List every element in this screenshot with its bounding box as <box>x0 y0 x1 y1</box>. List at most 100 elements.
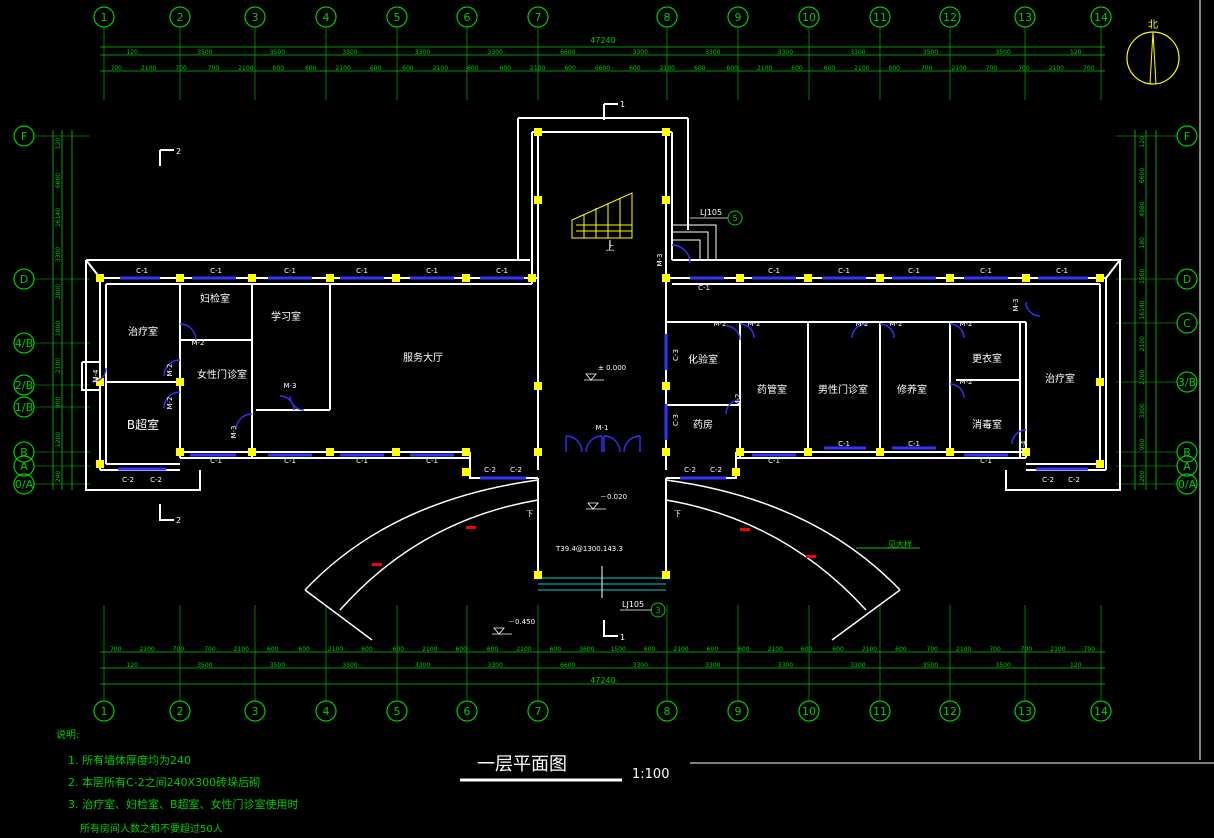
column-16 <box>804 274 812 282</box>
dim-left-2: 16140 <box>55 208 62 227</box>
dim-top2-13: 2100 <box>530 65 545 72</box>
elev-450: －0.450 <box>508 618 535 626</box>
opening-label-3: C-1 <box>356 267 368 275</box>
axis-top-3-label: 3 <box>252 11 259 24</box>
opening-label-22: C-1 <box>908 440 920 448</box>
room-pharmacy: 药房 <box>693 418 713 431</box>
dim-right-5: 16140 <box>1139 300 1146 319</box>
dim-bot1-9: 600 <box>393 646 405 653</box>
opening-label-2: C-1 <box>284 267 296 275</box>
column-11 <box>392 448 400 456</box>
dim-left-9: 240 <box>55 471 62 483</box>
section-mark-2-bottom: 2 <box>176 516 181 525</box>
dim-bot1-19: 600 <box>707 646 719 653</box>
room-female-clinic: 女性门诊室 <box>197 368 247 381</box>
column-20 <box>1096 274 1104 282</box>
room-changing: 更衣室 <box>972 352 1002 365</box>
opening-label-v-4: M-4 <box>92 369 100 383</box>
detail-index-top: LJ105 5 <box>690 208 743 226</box>
dim-top2-14: 600 <box>564 65 576 72</box>
column-34 <box>534 571 542 579</box>
dim-bot1-28: 700 <box>989 646 1001 653</box>
room-b-ultra: B超室 <box>127 417 159 432</box>
dim-top2-11: 600 <box>467 65 479 72</box>
svg-text:LJ105: LJ105 <box>622 600 644 609</box>
dim-right-3: 180 <box>1139 237 1146 249</box>
dim-top2-0: 700 <box>110 65 122 72</box>
column-23 <box>804 448 812 456</box>
column-37 <box>176 378 184 386</box>
dim-bot2-13: 120 <box>1070 662 1082 669</box>
windows <box>118 276 1088 480</box>
stair-up-label: 上 <box>605 242 614 253</box>
column-19 <box>1022 274 1030 282</box>
dim-top1-8: 3300 <box>705 49 720 56</box>
dim-left-5: 1800 <box>55 321 62 336</box>
overall-dim-top: 47240 <box>590 36 615 45</box>
dim-bot1-22: 600 <box>801 646 813 653</box>
column-39 <box>462 468 470 476</box>
dim-bot1-2: 700 <box>173 646 185 653</box>
dim-left-3: 3300 <box>55 247 62 262</box>
dim-top2-28: 700 <box>1018 65 1030 72</box>
opening-label-21: C-1 <box>838 440 850 448</box>
dim-right-0: 120 <box>1139 136 1146 148</box>
axis-bottom-1-label: 1 <box>101 705 108 718</box>
opening-label-32: M-2 <box>855 320 868 328</box>
column-6 <box>528 274 536 282</box>
axis-left-A-label: A <box>20 460 28 473</box>
dim-bot2-5: 3300 <box>488 662 503 669</box>
dim-top2-3: 700 <box>208 65 220 72</box>
dim-right-1: 6600 <box>1139 168 1146 183</box>
room-labels: 治疗室 妇检室 学习室 女性门诊室 B超室 服务大厅 化验室 药房 药管室 男性… <box>127 292 1075 432</box>
dim-bot1-11: 600 <box>455 646 467 653</box>
opening-label-13: C-2 <box>510 466 522 474</box>
dim-bot1-25: 600 <box>895 646 907 653</box>
axis-top-13-label: 13 <box>1018 11 1032 24</box>
column-28 <box>534 128 542 136</box>
section-mark-1-top: 1 <box>620 100 625 109</box>
dim-right-6: 2100 <box>1139 336 1146 351</box>
dim-top2-6: 600 <box>305 65 317 72</box>
axis-bottom-10-label: 10 <box>802 705 816 718</box>
axis-top-2-label: 2 <box>177 11 184 24</box>
opening-label-v-0: C-3 <box>672 349 680 361</box>
elev-0: ± 0.000 <box>598 364 626 372</box>
opening-label-25: C-2 <box>710 466 722 474</box>
dim-top2-16: 600 <box>629 65 641 72</box>
dim-top2-26: 2100 <box>951 65 966 72</box>
dim-bot2-4: 3300 <box>415 662 430 669</box>
room-treatment-left: 治疗室 <box>128 325 158 338</box>
opening-label-v-3: M-2 <box>166 396 174 409</box>
dim-top2-7: 2100 <box>336 65 351 72</box>
column-2 <box>248 274 256 282</box>
dim-left-7: 900 <box>55 397 62 409</box>
room-disinfect: 消毒室 <box>972 418 1002 431</box>
axis-right-A-label: A <box>1183 460 1191 473</box>
curved-ramps <box>304 479 901 641</box>
axis-left-2-B-label: 2/B <box>15 379 33 392</box>
opening-label-17: C-1 <box>980 267 992 275</box>
axis-bottom-13-label: 13 <box>1018 705 1032 718</box>
section-mark-2-top: 2 <box>176 147 181 156</box>
dim-top2-5: 600 <box>273 65 285 72</box>
column-24 <box>876 448 884 456</box>
elev-020: －0.020 <box>600 493 627 501</box>
dim-right-10: 1200 <box>1139 470 1146 485</box>
axis-right-C-label: C <box>1183 317 1191 330</box>
dim-bot1-3: 700 <box>204 646 216 653</box>
opening-label-v-8: M-3 <box>1012 298 1020 311</box>
axis-left-D-label: D <box>20 273 28 286</box>
dim-bot1-4: 2100 <box>234 646 249 653</box>
dim-top2-25: 700 <box>921 65 933 72</box>
column-25 <box>946 448 954 456</box>
column-40 <box>732 468 740 476</box>
dim-bot1-17: 600 <box>644 646 656 653</box>
notes-heading: 说明: <box>56 728 79 741</box>
dim-top2-4: 2100 <box>238 65 253 72</box>
opening-label-20: C-1 <box>768 457 780 465</box>
